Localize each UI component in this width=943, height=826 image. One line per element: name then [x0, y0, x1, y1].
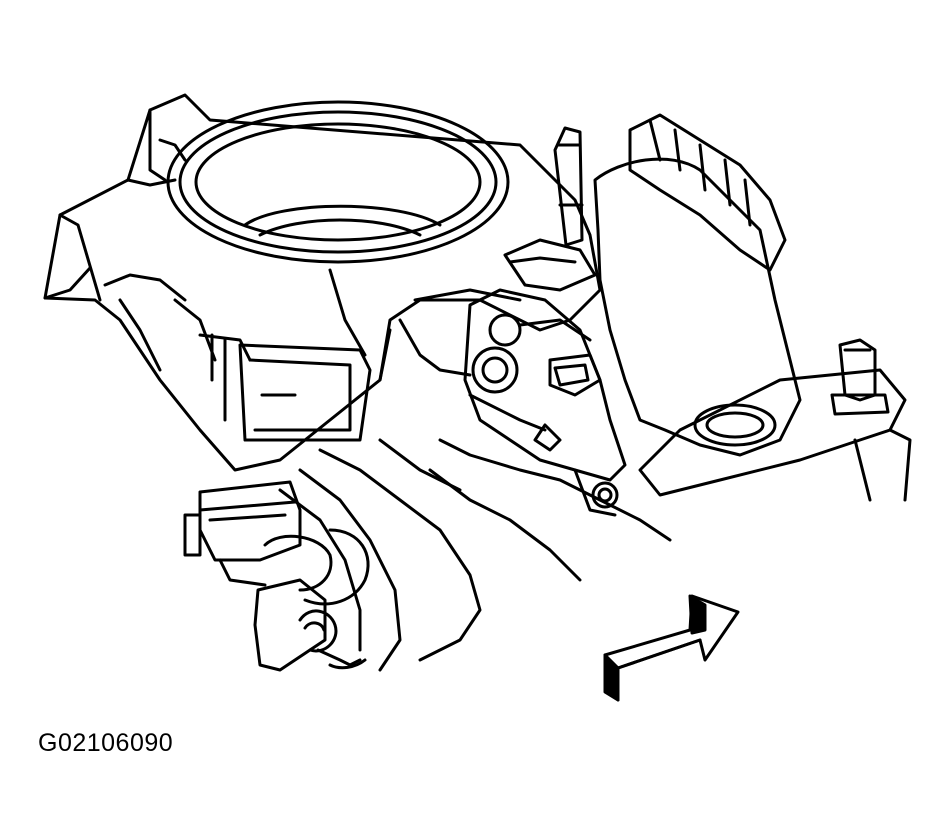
arrow-icon [603, 594, 740, 702]
throttle-body-housing [43, 93, 602, 472]
mounting-flange [638, 338, 912, 502]
throttle-bore [166, 100, 510, 264]
intake-elbow [593, 113, 802, 457]
electrical-connector [183, 480, 370, 672]
intake-runners [278, 438, 672, 672]
vacuum-tube [553, 126, 584, 247]
figure-id-label: G02106090 [38, 729, 174, 757]
